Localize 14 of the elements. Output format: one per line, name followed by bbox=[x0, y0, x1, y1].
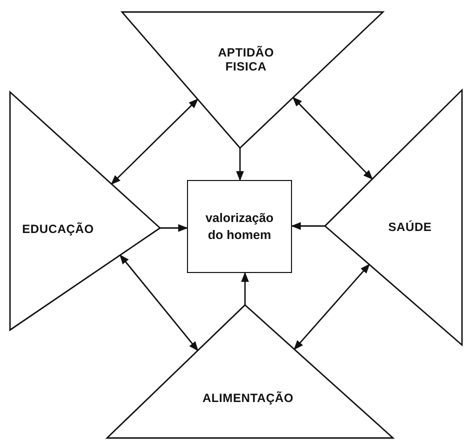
arrow bbox=[294, 264, 370, 350]
arrow bbox=[120, 254, 198, 352]
arrow bbox=[110, 98, 198, 185]
node-label: ALIMENTAÇÃO bbox=[201, 390, 295, 406]
node-label: EDUCAÇÃO bbox=[21, 222, 95, 236]
arrow bbox=[292, 96, 373, 180]
node-label: APTIDÃO FISICA bbox=[216, 46, 276, 74]
node-label: SAÚDE bbox=[387, 220, 433, 234]
arrow bbox=[241, 272, 249, 305]
arrow bbox=[160, 224, 188, 232]
node-label: valorização do homem bbox=[204, 210, 275, 243]
process-box bbox=[187, 180, 292, 273]
arrow bbox=[236, 148, 244, 181]
arrow bbox=[291, 222, 325, 230]
